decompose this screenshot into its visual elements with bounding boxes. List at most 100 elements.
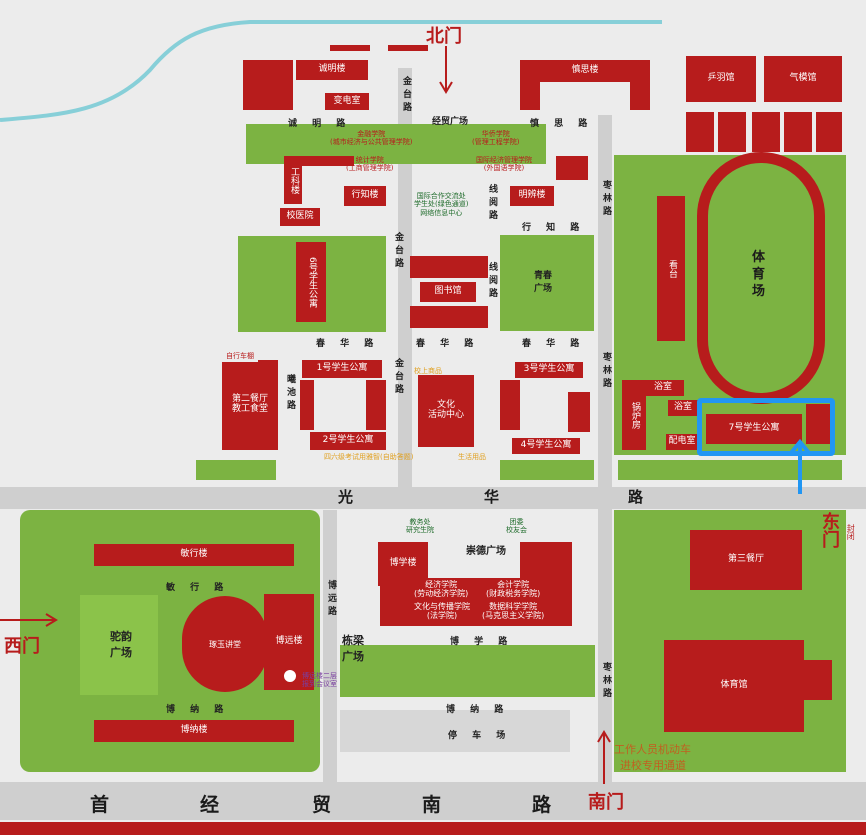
culture-school: 文化与传播学院 (法学院) (414, 602, 470, 621)
dorm-3[interactable]: 3号学生公寓 (515, 362, 583, 378)
qimo-hall[interactable]: 气模馆 (764, 56, 842, 102)
finance-school: 金融学院(城市经济与公共管理学院) (330, 130, 413, 147)
chongde-building (380, 578, 572, 626)
parking-lot (340, 710, 570, 752)
substation[interactable]: 变电室 (325, 93, 369, 110)
jingmao-square: 经贸广场 (432, 117, 469, 127)
location-pin-icon (282, 668, 298, 684)
qichi-road-label: 曦池路 (285, 374, 295, 413)
down-arrow-icon (439, 46, 453, 94)
building-block (300, 380, 314, 430)
hall-block (752, 112, 780, 152)
chengming-road-label: 诚 明 路 (288, 119, 352, 129)
running-track (697, 152, 825, 404)
hall-block (816, 112, 842, 152)
zaolin-road-label: 枣林路 (601, 352, 611, 391)
zaolin-road-label: 枣林路 (601, 180, 611, 219)
power-room[interactable]: 配电室 (666, 434, 698, 450)
grandstand: 看台 (657, 196, 685, 341)
chongde-square: 崇德广场 (466, 546, 506, 557)
east-gate[interactable]: 东门 (819, 512, 840, 548)
chengming-building[interactable]: 诚明楼 (296, 60, 368, 80)
exam-note: 四六级考试用雅智(自助答题) (324, 453, 414, 461)
library[interactable]: 图书馆 (420, 282, 476, 302)
bottom-border (0, 822, 866, 835)
chunhua-road-label: 春 华 路 (416, 339, 480, 349)
zaolin-road (598, 115, 612, 785)
youth-league: 团委 校友会 (506, 518, 527, 535)
bathhouse-2[interactable]: 浴室 (668, 400, 698, 416)
guanghua-road-char: 华 (484, 488, 500, 506)
lawn (340, 645, 595, 697)
building-block (520, 542, 572, 582)
building-block (410, 256, 488, 278)
staff-vehicle-note: 进校专用通道 (620, 759, 686, 772)
building-block (568, 392, 590, 432)
building-block (800, 660, 832, 700)
hall-block (686, 112, 714, 152)
lawn (500, 235, 594, 331)
south-road-char: 贸 (312, 794, 332, 816)
lawn (80, 595, 158, 695)
chunhua-road-label: 春 华 路 (522, 339, 586, 349)
zhuyu-hall[interactable]: 琢玉讲堂 (182, 596, 268, 692)
minxing-building[interactable]: 敏行楼 (94, 544, 294, 566)
building-block (388, 45, 428, 51)
economics-school: 经济学院 (劳动经济学院) (414, 580, 469, 599)
shensi-building[interactable]: 慎思楼 (520, 60, 650, 82)
boyuan-road (323, 510, 337, 782)
qingchun-square: 青春 广场 (534, 271, 553, 294)
building-block (556, 156, 588, 180)
bike-shed: 自行车棚 (222, 352, 258, 362)
culture-center[interactable]: 文化 活动中心 (418, 375, 474, 447)
river (0, 20, 662, 122)
zaolin-road-label: 枣林路 (601, 662, 611, 701)
mingbian-building[interactable]: 明辨楼 (510, 186, 554, 206)
jintai-road-label: 金台路 (393, 232, 403, 271)
boyuan-road-label: 博远路 (326, 580, 336, 619)
up-arrow-icon (788, 438, 812, 494)
statistics-school: 统计学院(工商管理学院) (346, 156, 394, 173)
building-block (330, 45, 370, 51)
west-gate[interactable]: 西门 (4, 636, 40, 657)
xingzhi-building[interactable]: 行知楼 (344, 186, 386, 206)
bona-road-label: 博 纳 路 (446, 705, 510, 715)
gymnasium[interactable]: 体育馆 (664, 640, 804, 732)
building-block (806, 404, 830, 444)
tuoyun-square: 驼韵 广场 (110, 630, 132, 659)
dorm-6[interactable]: 6号学生公寓 (296, 242, 326, 322)
dorm-7[interactable]: 7号学生公寓 (706, 414, 802, 444)
south-gate[interactable]: 南门 (588, 792, 624, 813)
bona-building[interactable]: 博纳楼 (94, 720, 294, 742)
dorm-4[interactable]: 4号学生公寓 (512, 438, 580, 454)
pingpong-hall[interactable]: 乒羽馆 (686, 56, 756, 102)
bathhouse[interactable]: 浴室 (642, 380, 684, 396)
xingzhi-road-label: 行 知 路 (522, 223, 586, 233)
dorm-2[interactable]: 2号学生公寓 (310, 432, 386, 450)
building-block (630, 82, 650, 110)
school-clinic[interactable]: 校医院 (280, 208, 320, 226)
building-block (410, 306, 488, 328)
right-arrow-icon (0, 613, 58, 627)
boyuan-meeting-room: 博远楼二层 报到会议室 (302, 672, 337, 689)
dorm-1[interactable]: 1号学生公寓 (302, 360, 382, 378)
south-road-char: 路 (532, 794, 552, 816)
engineering-building[interactable]: 工科楼 (284, 156, 302, 204)
building-block (366, 380, 386, 430)
canteen-2[interactable]: 第二餐厅 教工食堂 (222, 360, 278, 450)
shensi-road-label: 慎 思 路 (530, 119, 594, 129)
north-gate[interactable]: 北门 (426, 26, 462, 47)
jintai-road-label: 金台路 (401, 76, 411, 115)
hall-block (718, 112, 746, 152)
guanghua-road-char: 光 (338, 488, 354, 506)
academic-office: 教务处 研究生院 (406, 518, 434, 535)
daily-goods: 生活用品 (458, 453, 486, 461)
dorm-7-highlight (697, 398, 835, 456)
international-school: 国际经济管理学院(外国语学院) (476, 156, 532, 173)
east-gate-note: 封闭 (846, 524, 856, 540)
boxue-road-label: 博 学 路 (450, 637, 514, 647)
canteen-3[interactable]: 第三餐厅 (690, 530, 802, 590)
up-arrow-icon (597, 730, 611, 784)
jintai-road-label: 金台路 (393, 358, 403, 397)
